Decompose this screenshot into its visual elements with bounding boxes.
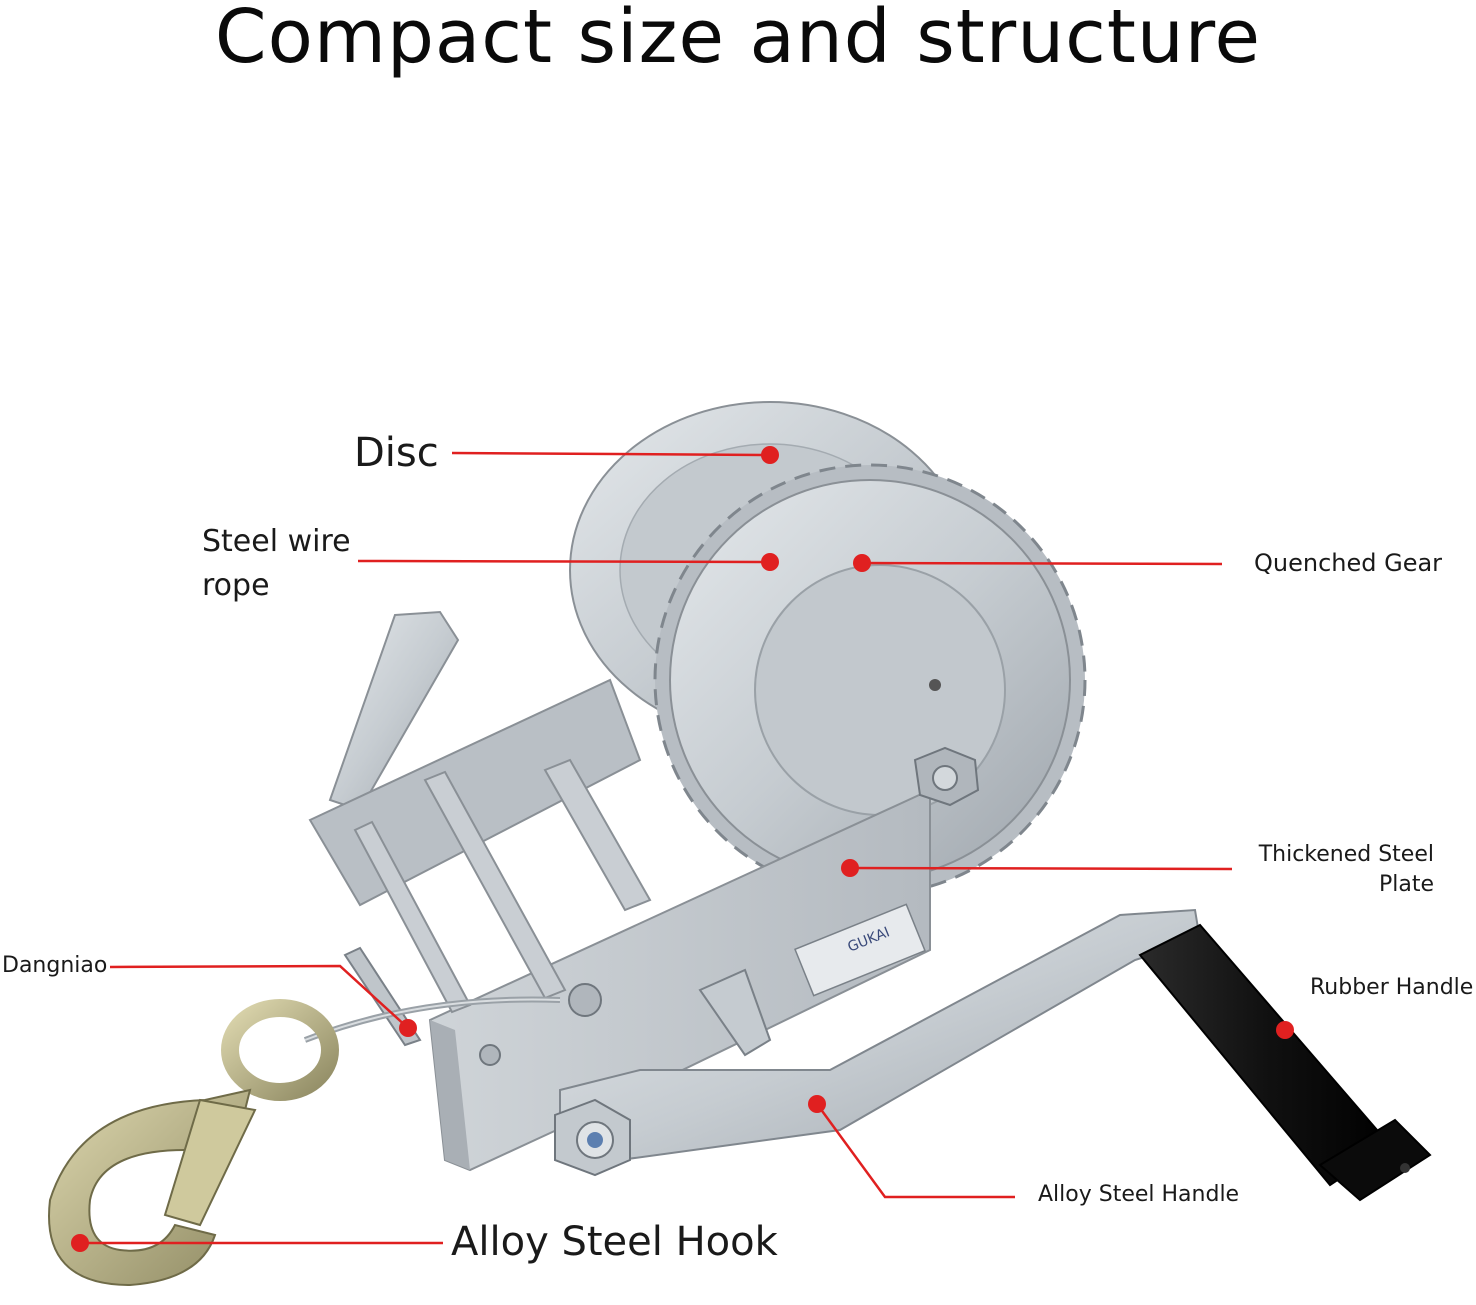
page-title: Compact size and structure [214, 0, 1262, 80]
alloy-steel-hook [48, 999, 339, 1287]
label-thickened-steel-plate-line2: Plate [1378, 872, 1434, 897]
thickened-steel-plate: GUKAI [428, 788, 931, 1172]
label-steel-wire-rope-line2: rope [202, 568, 270, 603]
label-thickened-steel-plate-line1: Thickened Steel [1258, 842, 1434, 867]
label-steel-wire-rope: Steel wire rope [202, 520, 351, 608]
label-steel-wire-rope-line1: Steel wire [202, 524, 351, 559]
label-disc: Disc [354, 430, 439, 476]
hex-bolts [479, 746, 980, 1066]
frame-rods [353, 758, 652, 1014]
cable-to-hook [303, 996, 561, 1043]
label-rubber-handle: Rubber Handle [1310, 975, 1474, 1000]
crank-shaft [698, 968, 772, 1057]
callout-dots [71, 446, 1294, 1252]
callout-leaders [80, 451, 1233, 1245]
label-alloy-steel-hook: Alloy Steel Hook [451, 1219, 778, 1265]
label-alloy-steel-handle: Alloy Steel Handle [1038, 1182, 1240, 1207]
back-frame [308, 678, 642, 907]
label-quenched-gear: Quenched Gear [1254, 549, 1443, 577]
label-thickened-steel-plate: Thickened Steel Plate [1250, 840, 1434, 900]
rubber-handle [1138, 923, 1432, 1202]
release-lever [328, 610, 460, 812]
label-dangniao: Dangniao [2, 953, 108, 978]
